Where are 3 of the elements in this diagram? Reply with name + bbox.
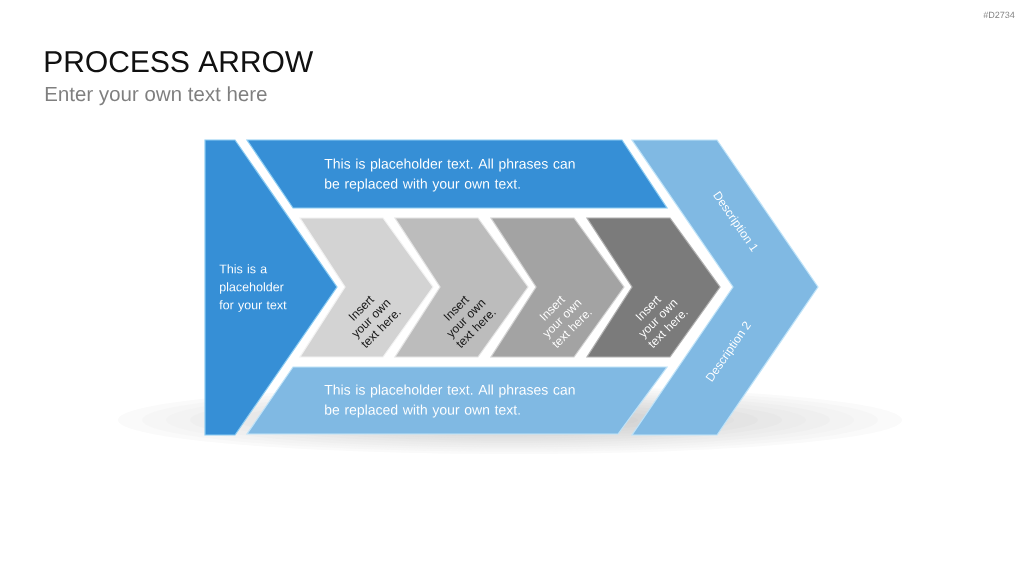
title: PROCESS ARROW <box>45 51 314 73</box>
code-label: #D2734 <box>983 11 1015 19</box>
subtitle: Enter your own text here <box>45 86 267 106</box>
